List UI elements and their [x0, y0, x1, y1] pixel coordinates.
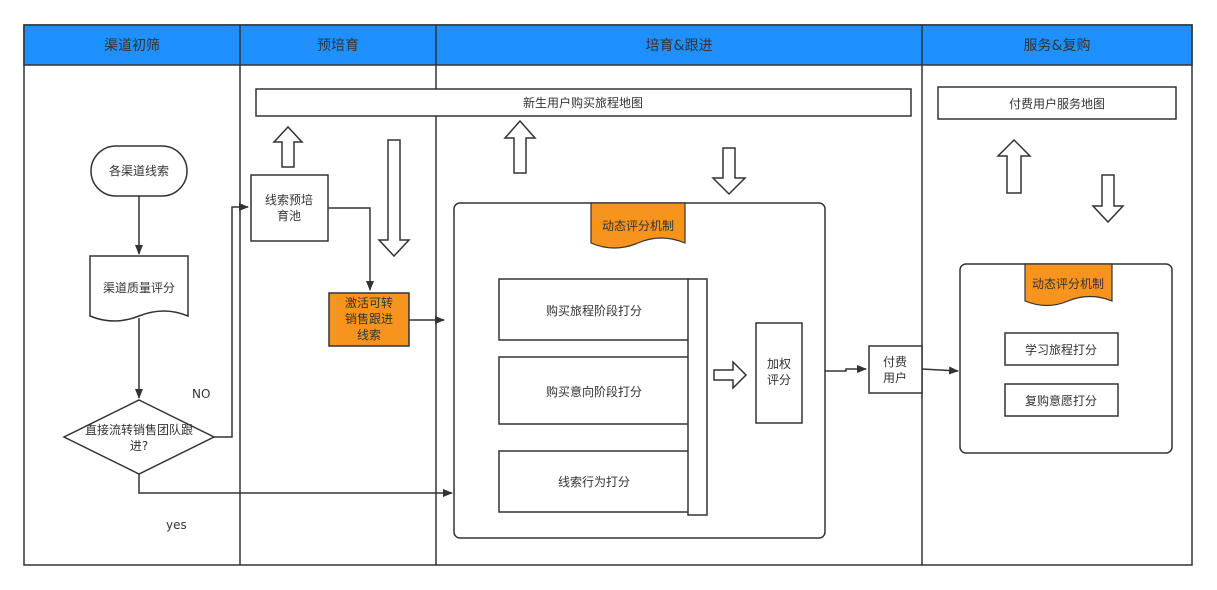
paid-user-node [868, 345, 923, 394]
quality-score-document [89, 255, 189, 322]
lane-title-channel-screening: 渠道初筛 [104, 37, 160, 54]
journey-stage-score-label: 购买旅程阶段打分 [546, 303, 642, 318]
learning-journey-score-label: 学习旅程打分 [1025, 342, 1097, 357]
paid-user-label-line1: 付费 [883, 355, 907, 369]
quality-score-label: 渠道质量评分 [103, 281, 175, 295]
weighted-score-label-line2: 评分 [767, 373, 791, 387]
paid-user-service-map-label: 付费用户服务地图 [1009, 96, 1105, 111]
arrow-yes-to-scoring [138, 474, 453, 497]
hollow-right-arrow [713, 360, 748, 390]
lane-title-pre-nurture: 预培育 [317, 38, 359, 54]
decision-label-line2: 进? [130, 439, 148, 453]
hollow-up-arrow [996, 138, 1032, 194]
dynamic-scoring-tag-2 [1024, 263, 1113, 307]
learning-journey-score-box [1004, 332, 1119, 366]
lane-title-nurture-follow: 培育&跟进 [646, 38, 713, 54]
behavior-score-label: 线索行为打分 [558, 475, 630, 489]
new-user-journey-map-label: 新生用户购买旅程地图 [523, 95, 643, 110]
lane-header-band [23, 24, 1193, 66]
dynamic-scoring-tag [590, 202, 686, 249]
no-branch-label: NO [192, 387, 210, 401]
channel-leads-label: 各渠道线索 [109, 163, 169, 178]
hollow-down-arrow [377, 139, 411, 258]
yes-branch-label: yes [166, 518, 187, 532]
pre-pool-node [250, 174, 329, 242]
journey-stage-score-box [498, 278, 690, 341]
hollow-up-arrow [503, 119, 537, 174]
intent-stage-score-label: 购买意向阶段打分 [546, 384, 642, 399]
dynamic-scoring-label: 动态评分机制 [602, 219, 674, 233]
intent-stage-score-box [498, 356, 690, 425]
aggregation-bar [687, 278, 708, 516]
paid-user-label-line2: 用户 [883, 370, 907, 385]
lane-title-service-rebuy: 服务&复购 [1024, 37, 1091, 54]
activate-label-line2: 销售跟进 [345, 311, 393, 326]
new-user-journey-map-bar [255, 88, 912, 117]
activate-label-line1: 激活可转 [345, 295, 393, 310]
arrow-paid-to-service [921, 366, 959, 375]
rebuy-intent-score-label: 复购意愿打分 [1025, 393, 1097, 408]
hollow-down-arrow [711, 147, 747, 196]
weighted-score-box [755, 322, 803, 424]
behavior-score-box [498, 450, 690, 513]
arrow-prepool-to-activate [328, 207, 374, 291]
decision-label-line1: 直接流转销售团队跟 [85, 422, 193, 437]
rebuy-intent-score-box [1004, 383, 1119, 417]
arrow-scoring-to-paid [825, 365, 867, 373]
dynamic-scoring-label-2: 动态评分机制 [1032, 277, 1104, 291]
hollow-up-arrow [272, 125, 304, 168]
activate-leads-node [328, 292, 410, 347]
paid-user-service-map-bar [937, 86, 1177, 120]
arrow-no-to-prepool [214, 203, 249, 438]
decision-diamond [62, 399, 216, 475]
hollow-down-arrow [1091, 174, 1125, 224]
activate-label-line3: 线索 [357, 328, 381, 342]
pre-pool-label-line2: 育池 [277, 208, 301, 223]
weighted-score-label-line1: 加权 [767, 357, 791, 371]
pre-pool-label-line1: 线索预培 [265, 192, 313, 207]
